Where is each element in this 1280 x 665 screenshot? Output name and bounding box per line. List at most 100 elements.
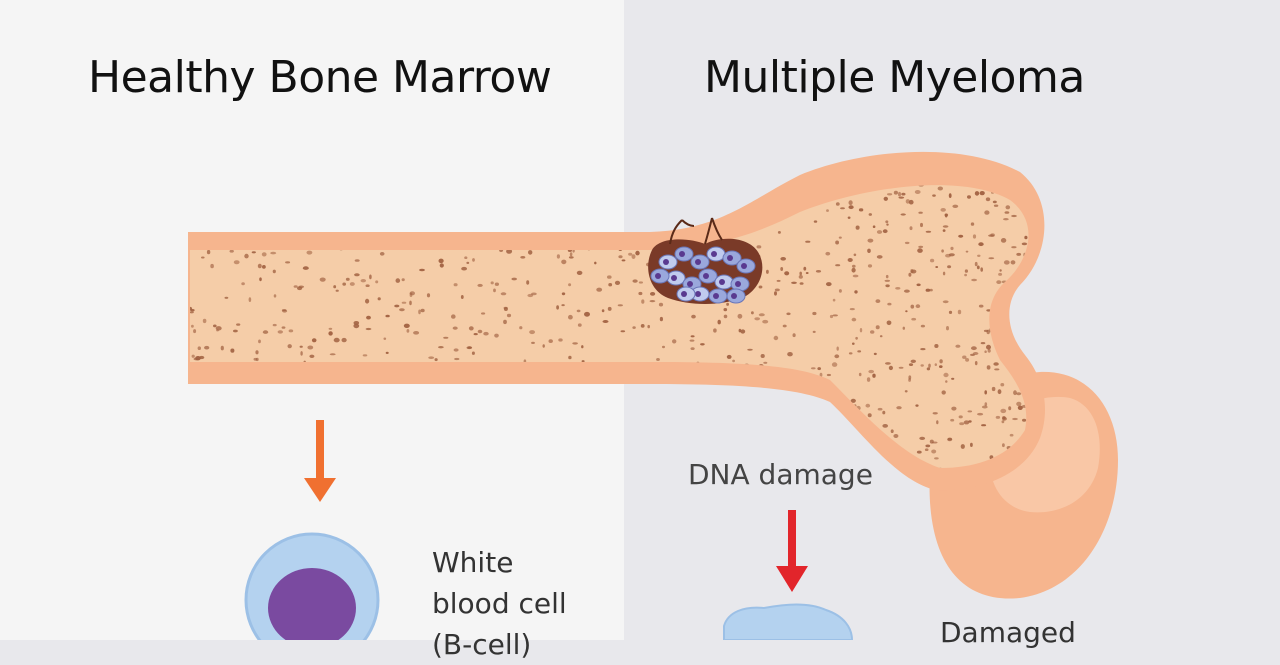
marrow-speckle [706,193,711,196]
marrow-speckle [411,227,415,232]
marrow-speckle [726,354,732,359]
marrow-speckle [690,347,695,350]
marrow-speckle [814,405,821,409]
marrow-speckle [569,404,575,407]
marrow-speckle [756,419,761,423]
marrow-speckle [930,258,935,263]
marrow-speckle [461,266,467,271]
marrow-speckle [867,238,874,243]
marrow-speckle [980,267,983,272]
marrow-speckle [408,204,414,210]
marrow-speckle [266,384,272,390]
marrow-speckle [1016,252,1022,256]
marrow-speckle [1010,260,1016,265]
marrow-speckle [936,420,939,425]
marrow-speckle [651,420,657,426]
marrow-speckle [758,285,763,289]
marrow-speckle [488,186,495,189]
marrow-speckle [1003,260,1010,265]
marrow-speckle [1003,218,1009,221]
marrow-speckle [875,325,880,330]
marrow-speckle [754,317,760,321]
marrow-speckle [226,438,230,442]
marrow-speckle [656,358,660,361]
marrow-speckle [309,354,315,358]
marrow-speckle [328,327,333,330]
marrow-speckle [855,336,858,340]
marrow-speckle [236,188,240,191]
marrow-speckle [538,436,544,439]
marrow-speckle [342,282,347,286]
white-blood-cell [244,532,380,640]
marrow-speckle [451,314,456,319]
marrow-speckle [840,417,845,422]
marrow-speckle [885,362,891,365]
marrow-speckle [972,352,979,355]
marrow-speckle [987,348,991,353]
marrow-speckle [482,195,486,199]
marrow-speckle [568,355,572,360]
marrow-speckle [908,199,914,205]
marrow-speckle [709,443,714,448]
marrow-speckle [456,193,462,196]
marrow-speckle [553,414,559,419]
marrow-speckle [437,399,441,403]
marrow-speckle [607,306,612,311]
marrow-speckle [218,394,224,398]
marrow-speckle [420,405,425,411]
marrow-speckle [297,286,303,291]
marrow-speckle [905,310,908,313]
marrow-speckle [413,331,420,335]
marrow-speckle [338,203,343,207]
marrow-speckle [288,329,294,333]
marrow-speckle [806,403,810,408]
marrow-speckle [274,169,277,172]
marrow-speckle [242,172,247,174]
marrow-speckle [613,192,619,197]
marrow-speckle [675,217,681,221]
marrow-speckle [774,288,780,292]
marrow-speckle [190,309,195,312]
marrow-speckle [330,171,335,173]
marrow-speckle [588,175,594,179]
marrow-speckle [884,279,891,282]
marrow-speckle [312,174,317,176]
marrow-speckle [638,281,644,284]
marrow-speckle [687,219,692,225]
marrow-speckle [720,182,723,184]
marrow-speckle [412,420,419,425]
marrow-speckle [375,280,379,284]
marrow-speckle [786,312,791,316]
marrow-speckle [335,289,339,292]
marrow-speckle [403,323,410,328]
marrow-speckle [548,419,552,425]
marrow-speckle [624,424,627,430]
marrow-speckle [847,216,851,219]
marrow-speckle [695,199,701,204]
marrow-speckle [482,191,487,194]
marrow-speckle [826,373,832,377]
marrow-speckle [826,448,831,451]
marrow-speckle [701,170,705,175]
marrow-speckle [557,430,564,434]
myeloma-tumor-cluster [648,217,763,304]
marrow-speckle [500,439,505,443]
marrow-speckle [673,438,678,442]
marrow-speckle [377,415,383,421]
marrow-speckle [812,311,817,316]
marrow-speckle [775,427,779,431]
marrow-speckle [877,407,883,411]
marrow-speckle [377,297,381,301]
marrow-speckle [559,199,563,203]
marrow-speckle [406,329,410,333]
marrow-speckle [548,339,553,343]
marrow-speckle [723,314,728,319]
marrow-speckle [423,205,429,209]
marrow-speckle [947,265,952,269]
marrow-speckle [646,386,651,390]
marrow-speckle [829,314,834,319]
bone-marrow [190,185,1029,468]
marrow-speckle [382,202,388,206]
marrow-speckle [1000,383,1005,387]
marrow-speckle [561,259,567,265]
